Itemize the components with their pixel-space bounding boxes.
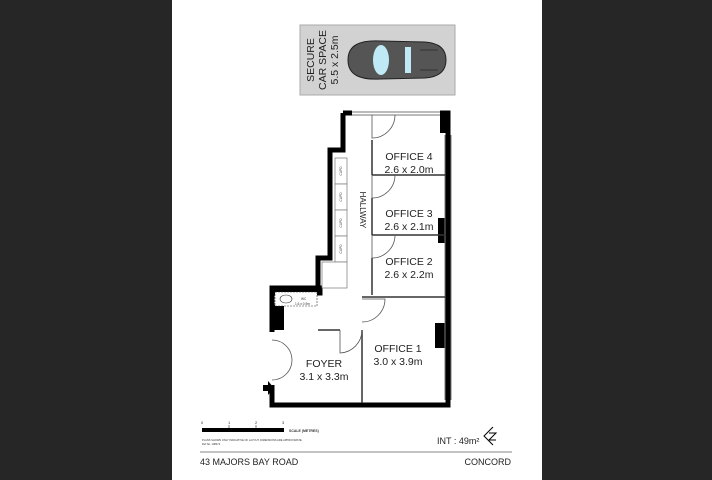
cupboards [321, 157, 348, 289]
car-space: SECURE CAR SPACE 5.5 x 2.5m [299, 24, 456, 96]
north-arrow-icon [483, 426, 498, 446]
room-size: 2.6 x 2.1m [384, 221, 433, 233]
wc-label: WC [301, 297, 307, 301]
address: 43 MAJORS BAY ROAD [200, 457, 299, 467]
car-space-title-2: CAR SPACE [317, 30, 329, 90]
doors [271, 114, 396, 381]
wc-size: 1.6 x 0.9m [295, 302, 310, 306]
windows [352, 111, 452, 400]
cupboard-label: CUPD [339, 166, 343, 176]
room-name: OFFICE 3 [385, 208, 432, 220]
disclaimer: PLANS SHOWN ONLY INDICATIVE OF LAYOUT. D… [202, 438, 303, 442]
room-size: 3.1 x 3.3m [299, 371, 348, 383]
scale-tick: 3 [282, 420, 285, 425]
scale-bar: 0 1 2 3 SCALE (METRES) [201, 420, 319, 433]
car-icon [347, 40, 447, 80]
partitions [318, 140, 446, 403]
reference-number: Ref No. 108473 [202, 442, 221, 446]
wc-tiles [274, 291, 318, 307]
entry-arrow-icon [263, 381, 274, 395]
room-name: FOYER [306, 358, 343, 370]
cupboard-label: CUPD [339, 218, 343, 228]
hallway-label: HALLWAY [358, 192, 367, 229]
cupboard-label: CUPD [339, 192, 343, 202]
cupboard-label: CUPD [339, 244, 343, 254]
room-name: OFFICE 4 [385, 151, 432, 163]
scale-label: SCALE (METRES) [289, 429, 319, 433]
car-space-size: 5.5 x 2.5m [329, 35, 341, 84]
room-size: 2.6 x 2.2m [384, 269, 433, 281]
scale-tick: 2 [255, 420, 258, 425]
internal-area: INT : 49m² [437, 436, 479, 446]
suburb: CONCORD [465, 457, 512, 467]
scale-tick: 1 [228, 420, 231, 425]
room-size: 2.6 x 2.0m [384, 164, 433, 176]
car-space-title-1: SECURE [305, 38, 317, 82]
room-name: OFFICE 2 [385, 256, 432, 268]
room-name: OFFICE 1 [374, 343, 421, 355]
room-size: 3.0 x 3.9m [373, 356, 422, 368]
scale-tick: 0 [201, 420, 204, 425]
